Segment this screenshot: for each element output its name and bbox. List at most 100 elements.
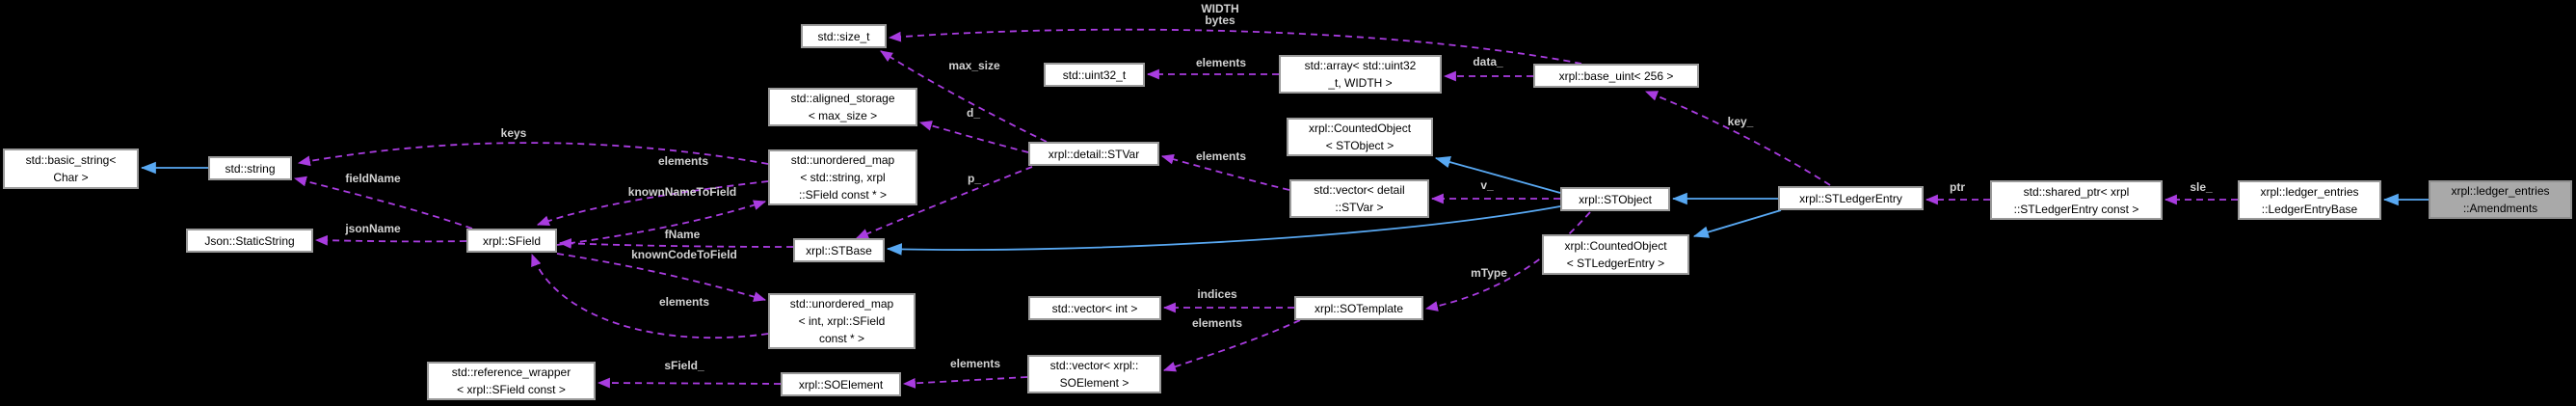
class-node-basic-string[interactable]: std::basic_string<Char >: [3, 149, 139, 189]
edge-label-elements-vecstvar-stvar: elements: [1195, 149, 1247, 163]
inheritance-edge-inherit-stobject-stbase: [886, 205, 1561, 256]
class-node-label: xrpl::SOElement: [798, 377, 884, 392]
class-node-sfield[interactable]: xrpl::SField: [466, 229, 557, 253]
class-node-label: xrpl::CountedObject: [1564, 239, 1667, 253]
class-node-std-string[interactable]: std::string: [208, 156, 292, 180]
usage-edge-keys: [297, 142, 769, 167]
usage-edge-knownNameToField: [556, 200, 767, 246]
class-node-label: xrpl::SField: [482, 233, 542, 248]
class-node-label: Char >: [53, 171, 89, 184]
class-node-label: xrpl::SOTemplate: [1314, 301, 1404, 315]
class-node-label: Json::StaticString: [204, 233, 295, 248]
edge-label-elements-sotemplate-vecso: elements: [1191, 316, 1243, 330]
class-node-json-staticstring[interactable]: Json::StaticString: [186, 229, 313, 253]
class-node-label: std::uint32_t: [1062, 68, 1127, 82]
class-node-soelement[interactable]: xrpl::SOElement: [781, 372, 901, 396]
class-node-label: std::aligned_storage: [790, 92, 895, 105]
class-node-aligned-storage[interactable]: std::aligned_storage< max_size >: [768, 88, 917, 126]
class-node-label: < STObject >: [1325, 139, 1394, 152]
usage-edge-elements-vecstvar-stvar: [1160, 153, 1290, 191]
edge-label-data: data_: [1473, 55, 1503, 68]
edge-label-keys: keys: [500, 126, 527, 140]
class-node-label: std::vector< int >: [1051, 301, 1138, 315]
class-node-label: _t, WIDTH >: [1328, 76, 1393, 90]
class-node-vector-soelement[interactable]: std::vector< xrpl::SOElement >: [1027, 355, 1161, 393]
class-node-label: xrpl::ledger_entries: [2451, 184, 2550, 198]
edge-label-elements-umapint-sfield: elements: [658, 295, 710, 309]
usage-edge-elements-umapint-sfield: [531, 253, 769, 339]
edge-label-max-size: max_size: [948, 59, 1000, 72]
usage-edge-sField: [597, 377, 782, 389]
edge-label-key: key_: [1727, 115, 1754, 128]
class-node-base-uint[interactable]: xrpl::base_uint< 256 >: [1533, 64, 1699, 88]
edge-label-elements-vecso-soelement: elements: [949, 357, 1001, 370]
usage-edge-key: [1644, 91, 1831, 186]
class-node-label: std::vector< detail: [1314, 183, 1405, 197]
class-node-reference-wrapper[interactable]: std::reference_wrapper< xrpl::SField con…: [427, 362, 596, 400]
edge-label-indices: indices: [1197, 287, 1237, 301]
class-node-label: xrpl::STObject: [1579, 192, 1652, 206]
class-node-sotemplate[interactable]: xrpl::SOTemplate: [1294, 296, 1423, 320]
class-node-label: std::basic_string<: [25, 153, 117, 167]
class-node-label: std::unordered_map: [790, 153, 895, 167]
class-node-stbase[interactable]: xrpl::STBase: [793, 238, 885, 262]
usage-edge-elements-umapstring-sfield: [536, 180, 769, 226]
edge-label-mType: mType: [1471, 266, 1507, 280]
class-node-stledgerentry[interactable]: xrpl::STLedgerEntry: [1778, 186, 1924, 210]
class-node-size-t[interactable]: std::size_t: [801, 24, 887, 48]
usage-edge-fieldName: [293, 176, 473, 230]
class-node-label: ::LedgerEntryBase: [2261, 202, 2358, 216]
class-node-label: xrpl::ledger_entries: [2260, 184, 2359, 199]
class-node-std-array[interactable]: std::array< std::uint32_t, WIDTH >: [1279, 55, 1442, 94]
class-node-vector-stvar[interactable]: std::vector< detail::STVar >: [1289, 179, 1429, 218]
usage-edge-elements-sotemplate-vecso: [1162, 319, 1301, 372]
usage-edge-fName: [558, 238, 794, 249]
class-node-label: xrpl::detail::STVar: [1048, 147, 1140, 161]
edge-label-elements-array-uint32: elements: [1195, 56, 1247, 69]
class-node-label: SOElement >: [1059, 376, 1129, 390]
class-node-stobject[interactable]: xrpl::STObject: [1560, 187, 1670, 211]
class-node-label: < xrpl::SField const >: [457, 383, 566, 396]
class-node-amendments: xrpl::ledger_entries::Amendments: [2429, 180, 2572, 219]
edge-label-d: d_: [966, 106, 981, 120]
usage-edge-d: [918, 121, 1029, 153]
usage-edge-width-bytes: [888, 28, 1582, 65]
class-node-label: std::reference_wrapper: [451, 365, 571, 379]
class-node-label: xrpl::CountedObject: [1308, 122, 1412, 135]
class-node-label: xrpl::STLedgerEntry: [1799, 191, 1902, 205]
class-node-label: std::string: [225, 161, 276, 176]
class-node-label: std::size_t: [817, 29, 870, 43]
class-node-label: ::Amendments: [2462, 202, 2538, 215]
class-node-uint32-t[interactable]: std::uint32_t: [1044, 63, 1145, 87]
edge-label-ptr: ptr: [1950, 180, 1965, 194]
class-node-shared-ptr[interactable]: std::shared_ptr< xrpl::STLedgerEntry con…: [1990, 180, 2163, 220]
class-node-label: std::array< std::uint32: [1304, 59, 1417, 72]
edge-label-p: p_: [967, 172, 982, 185]
class-node-label: < std::string, xrpl: [800, 171, 886, 184]
class-node-label: ::STVar >: [1335, 201, 1384, 214]
class-node-label: < int, xrpl::SField: [798, 314, 886, 328]
class-node-vector-int[interactable]: std::vector< int >: [1028, 296, 1161, 320]
edge-label-width-bytes: WIDTH: [1201, 2, 1239, 15]
class-node-stvar[interactable]: xrpl::detail::STVar: [1028, 142, 1159, 166]
class-node-umap-string-sfield[interactable]: std::unordered_map< std::string, xrpl::S…: [768, 149, 917, 205]
class-node-label: xrpl::STBase: [806, 243, 872, 257]
class-node-label: std::unordered_map: [789, 297, 894, 311]
class-node-counted-stobject[interactable]: xrpl::CountedObject< STObject >: [1287, 118, 1433, 156]
class-node-label: ::SField const * >: [798, 188, 888, 202]
class-node-label: std::vector< xrpl::: [1049, 359, 1139, 372]
usage-edge-mType: [1424, 211, 1591, 311]
edge-label-knownNameToField: knownNameToField: [627, 185, 737, 199]
edge-label-fName: fName: [664, 228, 701, 241]
inheritance-edge-inherit-stledgerentry-countedstle: [1692, 209, 1782, 238]
class-node-label: std::shared_ptr< xrpl: [2023, 184, 2130, 199]
class-node-ledgerentrybase[interactable]: xrpl::ledger_entries::LedgerEntryBase: [2238, 180, 2381, 220]
class-node-counted-stledgerentry[interactable]: xrpl::CountedObject< STLedgerEntry >: [1542, 234, 1689, 275]
class-node-label: < max_size >: [808, 109, 878, 122]
edge-label-elements-umapstring-sfield: elements: [657, 154, 709, 168]
edge-label-knownCodeToField: knownCodeToField: [631, 248, 737, 261]
edge-label-fieldName: fieldName: [345, 172, 401, 185]
